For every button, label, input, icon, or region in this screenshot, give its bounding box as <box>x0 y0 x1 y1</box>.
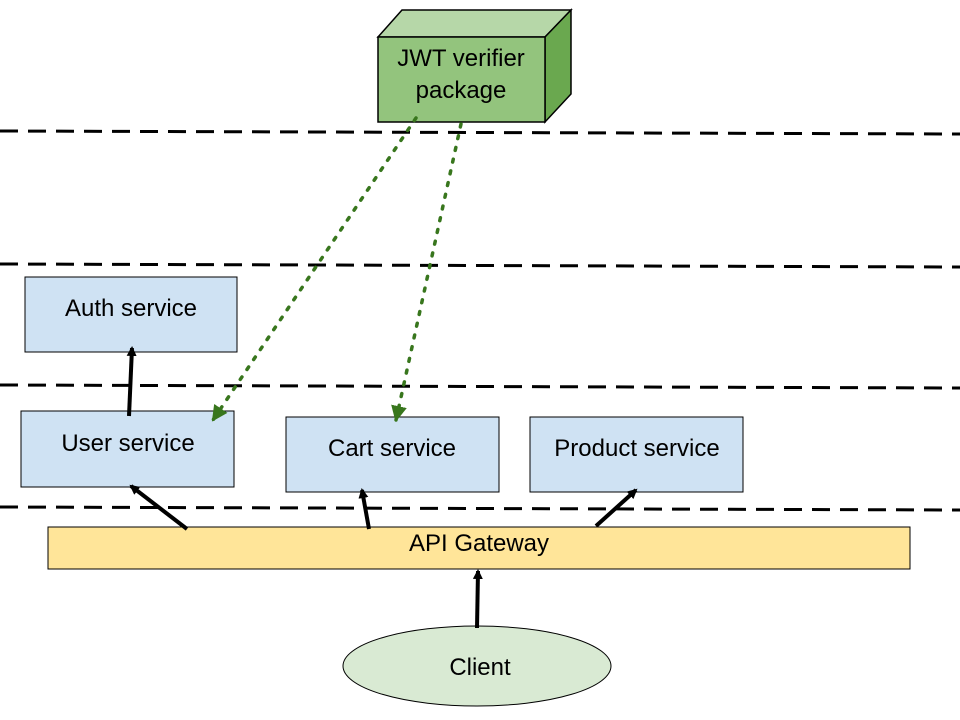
arrow-client-to-gateway <box>472 569 483 629</box>
layer-divider-4 <box>0 505 960 512</box>
cart-service-label: Cart service <box>328 435 456 462</box>
package-label-line1: JWT verifier <box>397 45 525 72</box>
arrow-gateway-to-cart <box>358 488 371 530</box>
user-service-box: User service <box>20 410 235 488</box>
layer-divider-1 <box>0 129 960 136</box>
client-label: Client <box>449 654 511 681</box>
cart-service-box: Cart service <box>285 416 500 493</box>
product-service-label: Product service <box>554 435 719 462</box>
arrow-gateway-to-product <box>594 488 638 528</box>
product-service-box: Product service <box>529 416 744 493</box>
arrow-gateway-to-user <box>129 484 189 531</box>
package-label-line2: package <box>416 77 507 104</box>
jwt-verifier-package: JWT verifier package <box>376 8 573 124</box>
api-gateway-label: API Gateway <box>409 530 549 557</box>
package-front-face <box>377 36 546 123</box>
dependency-arrow-to-user-service <box>211 116 418 422</box>
user-service-label: User service <box>61 430 194 457</box>
package-top-face <box>376 9 573 38</box>
layer-divider-2 <box>0 262 960 269</box>
dependency-arrow-to-cart-service <box>391 122 463 422</box>
layer-divider-3 <box>0 383 960 390</box>
arrow-user-to-auth <box>126 346 137 417</box>
client-ellipse: Client <box>342 625 612 707</box>
api-gateway-bar: API Gateway <box>47 526 911 570</box>
auth-service-label: Auth service <box>65 295 197 322</box>
auth-service-box: Auth service <box>24 276 238 353</box>
